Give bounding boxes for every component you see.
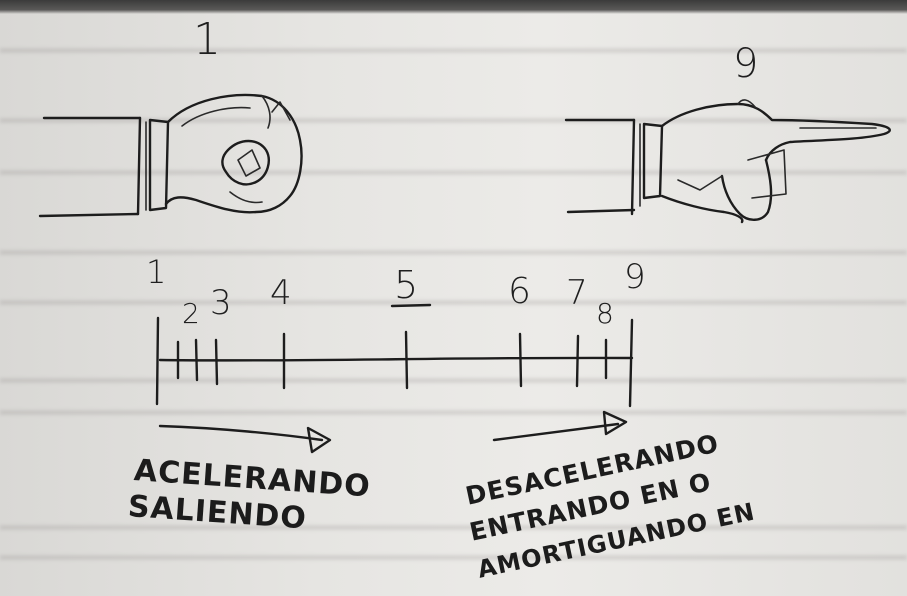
bleed-through-line [0, 410, 907, 415]
tick-label-7: 7 [566, 273, 588, 313]
bleed-through-line [0, 555, 907, 560]
ease-in-arrow [492, 410, 628, 442]
bleed-through-line [0, 378, 907, 383]
timeline-tick [155, 316, 160, 406]
tick-label-8: 8 [596, 297, 614, 330]
pointing-hand-drawing [564, 99, 891, 224]
bleed-through-line [0, 170, 907, 175]
spacing-timeline [155, 303, 634, 408]
timeline-tick [518, 332, 523, 388]
paper-edge-shadow [0, 0, 907, 14]
start-frame-label: 1 [193, 14, 221, 65]
tick-label-1: 1 [146, 253, 167, 291]
tick-label-9: 9 [624, 257, 646, 297]
ease-out-arrow [158, 424, 332, 454]
tick-label-2: 2 [182, 297, 200, 330]
bleed-through-line [0, 118, 907, 123]
timeline-tick [214, 338, 219, 386]
key-frame-underline [390, 303, 432, 308]
bleed-through-line [0, 300, 907, 305]
timeline-tick [404, 330, 409, 390]
end-frame-label: 9 [733, 41, 759, 87]
timeline-tick [194, 338, 199, 382]
tick-label-3: 3 [210, 283, 232, 323]
bleed-through-line [0, 48, 907, 53]
tick-label-4: 4 [270, 273, 292, 313]
tick-label-5: 5 [394, 263, 419, 307]
closed-fist-drawing [38, 93, 303, 218]
bleed-through-line [0, 525, 907, 530]
bleed-through-line [0, 250, 907, 255]
tick-label-6: 6 [508, 271, 531, 312]
timeline-tick [628, 318, 634, 408]
timeline-tick [575, 334, 580, 388]
